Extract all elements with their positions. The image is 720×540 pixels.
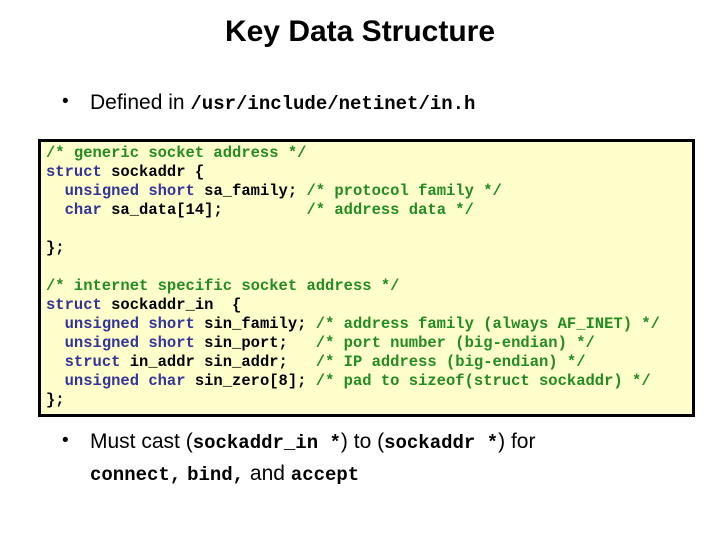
- code-token: unsigned short: [64, 315, 195, 333]
- code-token: sin_zero[8];: [185, 372, 316, 390]
- code-token: /* port number (big-endian) */: [315, 334, 595, 352]
- bullet-icon: •: [62, 91, 69, 112]
- code-line: /* internet specific socket address */: [46, 277, 687, 296]
- code-token: sockaddr_in {: [101, 296, 242, 314]
- text-segment: Must cast (: [90, 430, 193, 453]
- code-token: struct: [46, 296, 102, 314]
- code-token: };: [46, 391, 65, 409]
- text-segment: sockaddr_in *: [192, 432, 341, 454]
- code-token: unsigned short: [64, 182, 195, 200]
- code-token: [46, 315, 65, 333]
- code-token: struct: [64, 353, 121, 371]
- code-token: unsigned char: [64, 372, 186, 390]
- code-line: unsigned char sin_zero[8]; /* pad to siz…: [46, 372, 687, 391]
- text-segment: bind,: [187, 464, 245, 486]
- code-line: unsigned short sin_port; /* port number …: [46, 334, 687, 353]
- code-token: sin_family;: [194, 315, 316, 333]
- code-line: [46, 220, 687, 239]
- code-token: /* generic socket address */: [46, 144, 307, 162]
- code-token: struct: [46, 163, 102, 181]
- bullet-must-cast-line1: Must cast (sockaddr_in *) to (sockaddr *…: [90, 427, 535, 459]
- code-token: [46, 182, 65, 200]
- text-segment: and: [244, 462, 291, 485]
- code-box: /* generic socket address */struct socka…: [38, 139, 695, 417]
- code-token: /* protocol family */: [306, 182, 502, 200]
- text-segment: ) to (: [340, 430, 385, 453]
- code-token: sa_family;: [194, 182, 307, 200]
- bullet-must-cast-line2: connect, bind, and accept: [90, 459, 535, 491]
- code-token: unsigned short: [64, 334, 195, 352]
- text-segment: /usr/include/netinet/in.h: [190, 93, 476, 115]
- bullet-must-cast-text: Must cast (sockaddr_in *) to (sockaddr *…: [90, 427, 535, 491]
- code-listing: /* generic socket address */struct socka…: [46, 144, 687, 410]
- text-segment: Defined in: [90, 91, 191, 114]
- text-segment: accept: [290, 464, 360, 486]
- code-token: [46, 353, 65, 371]
- code-token: in_addr sin_addr;: [120, 353, 316, 371]
- code-token: /* pad to sizeof(struct sockaddr) */: [315, 372, 651, 390]
- code-line: unsigned short sa_family; /* protocol fa…: [46, 182, 687, 201]
- code-line: char sa_data[14]; /* address data */: [46, 201, 687, 220]
- code-token: [46, 372, 65, 390]
- code-line: };: [46, 239, 687, 258]
- code-token: sa_data[14];: [101, 201, 307, 219]
- text-segment: sockaddr *: [384, 432, 499, 454]
- code-token: /* address family (always AF_INET) */: [315, 315, 660, 333]
- code-token: };: [46, 239, 65, 257]
- code-token: /* IP address (big-endian) */: [315, 353, 586, 371]
- code-line: struct in_addr sin_addr; /* IP address (…: [46, 353, 687, 372]
- bullet-defined-in-text: Defined in /usr/include/netinet/in.h: [90, 88, 475, 120]
- code-token: sin_port;: [194, 334, 316, 352]
- code-token: sockaddr {: [101, 163, 205, 181]
- code-token: char: [64, 201, 102, 219]
- bullet-icon: •: [62, 430, 69, 451]
- code-line: /* generic socket address */: [46, 144, 687, 163]
- code-line: };: [46, 391, 687, 410]
- code-line: struct sockaddr {: [46, 163, 687, 182]
- code-token: /* address data */: [306, 201, 474, 219]
- code-token: [46, 201, 65, 219]
- code-line: [46, 258, 687, 277]
- code-token: /* internet specific socket address */: [46, 277, 400, 295]
- code-token: [46, 334, 65, 352]
- page-title: Key Data Structure: [224, 15, 496, 48]
- code-line: unsigned short sin_family; /* address fa…: [46, 315, 687, 334]
- code-line: struct sockaddr_in {: [46, 296, 687, 315]
- text-segment: ) for: [498, 430, 536, 453]
- bullet-defined-in: • Defined in /usr/include/netinet/in.h: [62, 88, 475, 120]
- bullet-must-cast: • Must cast (sockaddr_in *) to (sockaddr…: [62, 427, 535, 491]
- text-segment: connect,: [90, 464, 182, 486]
